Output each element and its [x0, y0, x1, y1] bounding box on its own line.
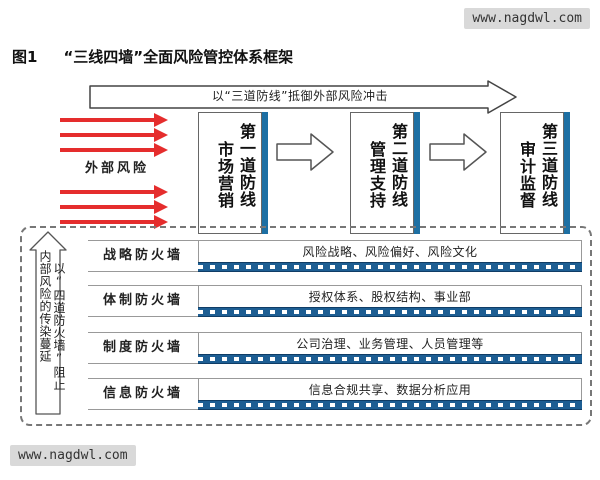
figure-title-text: “三线四墙”全面风险管控体系框架 [63, 48, 294, 66]
firewall-row-rules: 制度防火墙 公司治理、业务管理、人员管理等 [88, 332, 582, 364]
firewall-row-system: 体制防火墙 授权体系、股权结构、事业部 [88, 285, 582, 317]
firewall-row-information: 信息防火墙 信息合规共享、数据分析应用 [88, 378, 582, 410]
upward-outline-arrow [29, 231, 67, 415]
brick-wall-strip [198, 307, 582, 317]
brick-wall-strip [198, 354, 582, 364]
defense-line-1: 第一道防线 市场营销 [198, 112, 262, 234]
figure-title: 图1 “三线四墙”全面风险管控体系框架 [12, 46, 293, 67]
top-arrow-text: 以“三道防线”抵御外部风险冲击 [212, 89, 388, 103]
firewall-desc: 信息合规共享、数据分析应用 [198, 378, 582, 401]
defense-line-2-sub: 管理支持 [367, 141, 386, 209]
figure-number: 图1 [12, 48, 38, 66]
defense-line-3-sub: 审计监督 [517, 141, 536, 209]
side-note-line-a: 内部风险的传染蔓延 [38, 250, 52, 363]
external-risk-label: 外部风险 [72, 159, 162, 179]
watermark-top: www.nagdwl.com [464, 8, 590, 29]
firewall-desc: 公司治理、业务管理、人员管理等 [198, 332, 582, 355]
firewall-desc: 授权体系、股权结构、事业部 [198, 285, 582, 308]
defense-line-3-title: 第三道防线 [539, 123, 558, 208]
defense-line-3: 第三道防线 审计监督 [500, 112, 564, 234]
chevron-arrow-icon [276, 133, 334, 171]
side-note-line-b: 以“四道防火墙”阻止 [52, 262, 66, 391]
defense-line-2: 第二道防线 管理支持 [350, 112, 414, 234]
brick-wall-strip [198, 262, 582, 272]
defense-line-2-title: 第二道防线 [389, 123, 408, 208]
firewall-desc: 风险战略、风险偏好、风险文化 [198, 240, 582, 263]
chevron-arrow-icon [429, 133, 487, 171]
firewall-label: 信息防火墙 [88, 378, 198, 410]
brick-wall-strip [198, 400, 582, 410]
external-risk-arrows [60, 113, 168, 229]
firewall-container [20, 226, 592, 426]
top-outline-arrow [89, 80, 517, 114]
watermark-bottom: www.nagdwl.com [10, 445, 136, 466]
firewall-label: 体制防火墙 [88, 285, 198, 317]
firewall-label: 制度防火墙 [88, 332, 198, 364]
defense-line-1-sub: 市场营销 [215, 141, 234, 209]
defense-line-1-title: 第一道防线 [237, 123, 256, 208]
firewall-label: 战略防火墙 [88, 240, 198, 272]
firewall-row-strategy: 战略防火墙 风险战略、风险偏好、风险文化 [88, 240, 582, 272]
